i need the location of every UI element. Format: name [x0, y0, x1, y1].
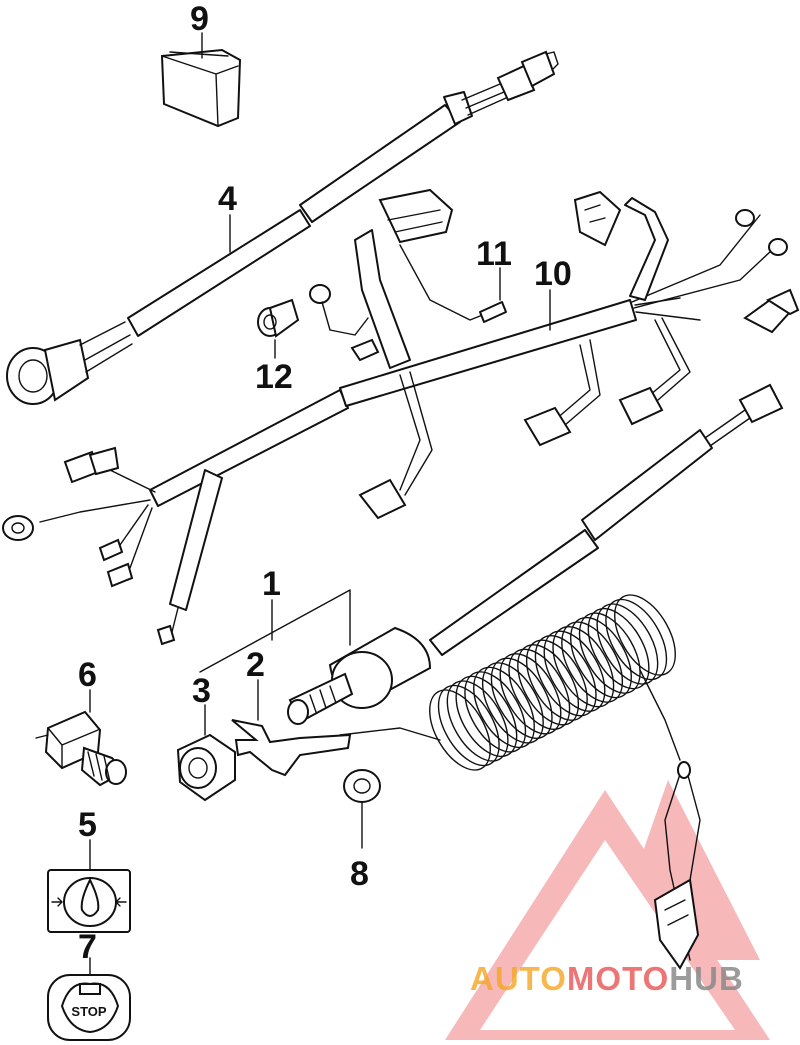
part-number-8: 8 — [350, 855, 369, 893]
part-number-labels: 9 4 11 10 12 1 2 3 6 5 7 8 — [78, 0, 572, 966]
coil-loop — [481, 662, 544, 744]
coil-loop — [605, 598, 668, 681]
coil-loop — [552, 626, 615, 708]
part-number-12: 12 — [255, 358, 293, 396]
coil-loop — [446, 680, 509, 762]
lock-plate-part — [231, 719, 441, 777]
coil-loop — [455, 675, 518, 758]
coil-loop — [429, 689, 491, 771]
coil-loop — [596, 603, 659, 685]
rubber-plug-part — [160, 48, 242, 128]
coil-loop — [525, 639, 588, 721]
part-number-3: 3 — [192, 672, 211, 710]
coil-loop — [534, 635, 597, 717]
coil-loop — [437, 684, 500, 767]
brand-part-hub: HUB — [669, 960, 744, 997]
part-number-11: 11 — [476, 235, 512, 273]
watermark-brand: AUTOMOTOHUB — [470, 960, 795, 998]
grommet-part — [257, 298, 300, 338]
part-number-7: 7 — [78, 928, 97, 966]
upper-harness-part — [6, 50, 559, 405]
coil-loop — [490, 657, 553, 739]
coil-loop — [517, 644, 580, 726]
brand-part-moto: MOTO — [566, 960, 670, 997]
part-number-10: 10 — [534, 255, 572, 293]
coil-cord-part — [429, 594, 676, 771]
stop-switch-icon: STOP — [47, 974, 131, 1041]
coil-loop — [508, 648, 571, 730]
coil-loop — [561, 621, 624, 703]
part-number-9: 9 — [190, 0, 209, 38]
leader-lines — [89, 32, 551, 976]
part-number-6: 6 — [78, 656, 97, 694]
part-number-4: 4 — [218, 180, 237, 218]
coil-loop — [473, 666, 535, 749]
ground-terminal-part — [309, 284, 380, 362]
washer-part — [343, 769, 381, 803]
coil-loop — [614, 594, 676, 676]
coil-loop — [587, 607, 650, 690]
part-number-5: 5 — [78, 806, 97, 844]
main-harness-part — [2, 188, 800, 646]
coil-loop — [464, 671, 527, 753]
part-number-1: 1 — [262, 565, 281, 603]
lanyard-clip-part — [639, 669, 701, 970]
brand-part-auto: AUTO — [470, 960, 567, 997]
stop-text: STOP — [71, 1004, 106, 1019]
stop-switch-part — [287, 383, 784, 725]
coil-loop — [499, 653, 562, 735]
coil-loop — [543, 630, 606, 712]
oil-pressure-switch-part — [35, 710, 127, 787]
coil-loop — [578, 612, 641, 694]
coil-loop — [570, 616, 632, 699]
nut-part — [176, 733, 236, 802]
watermark-logo-icon — [445, 780, 770, 1040]
part-number-2: 2 — [246, 646, 265, 684]
sensor-wire-part — [399, 244, 507, 323]
oil-pressure-icon — [47, 869, 131, 933]
